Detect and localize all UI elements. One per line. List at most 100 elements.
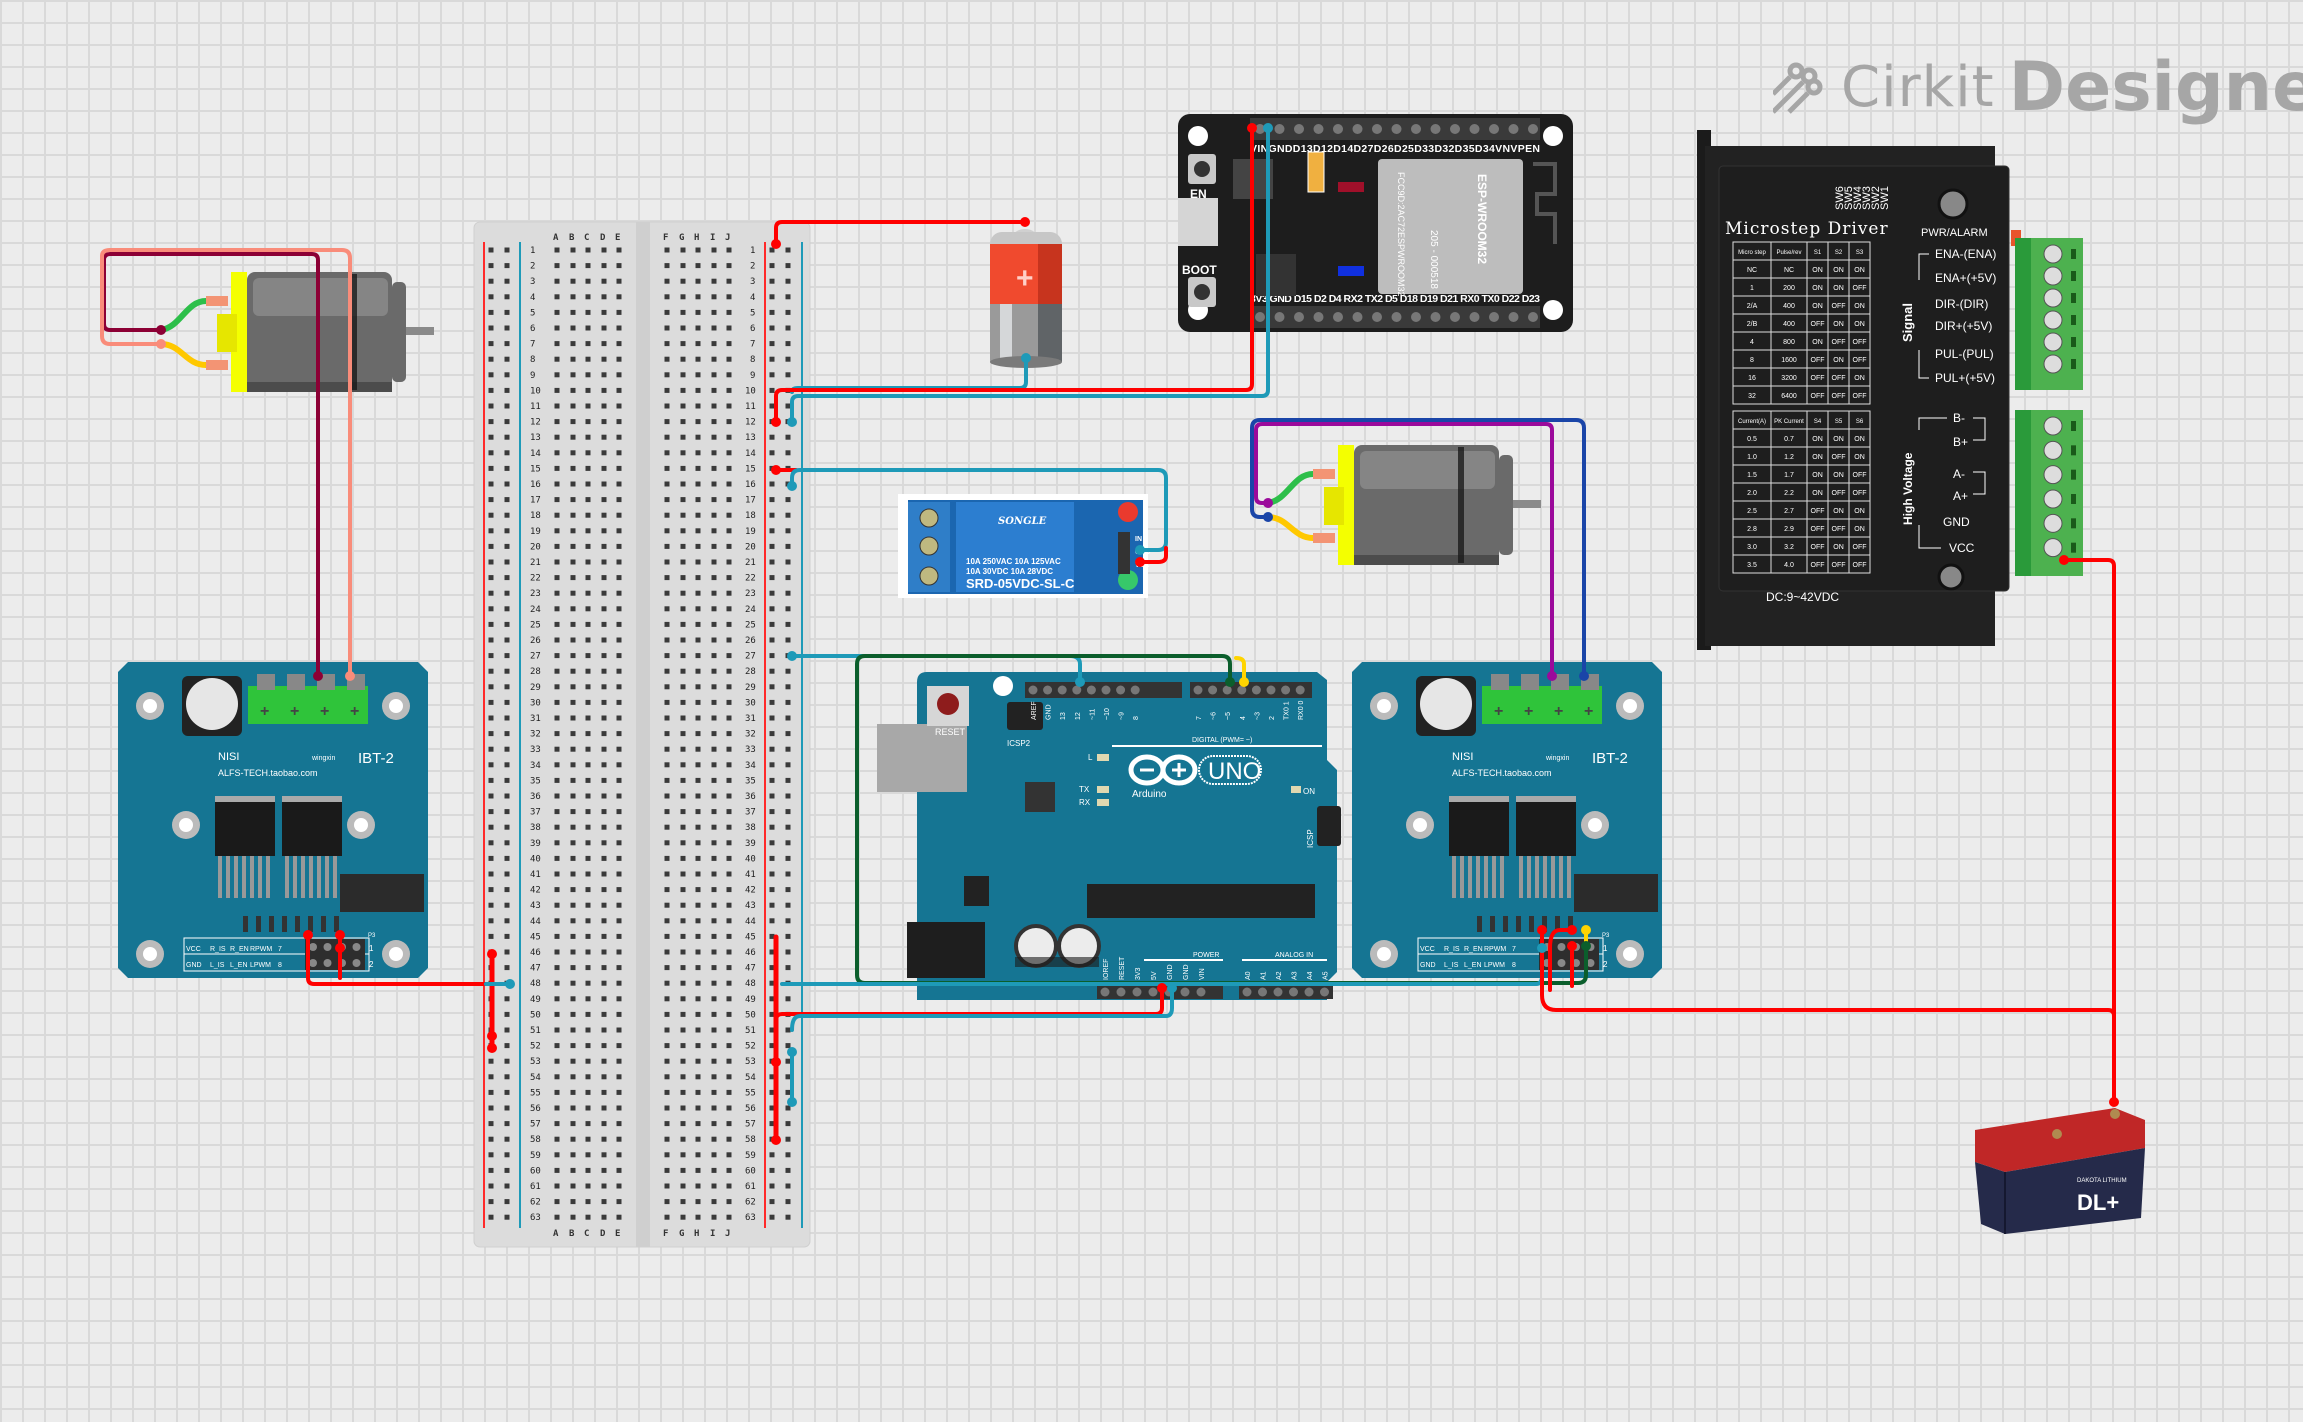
breadboard-hole[interactable] [554, 1089, 560, 1095]
breadboard-hole[interactable] [616, 731, 622, 737]
breadboard-hole[interactable] [601, 980, 607, 986]
breadboard-hole[interactable] [570, 621, 576, 627]
breadboard-hole[interactable] [664, 918, 670, 924]
breadboard-hole[interactable] [785, 1089, 791, 1095]
breadboard-hole[interactable] [504, 871, 510, 877]
breadboard-hole[interactable] [680, 777, 686, 783]
breadboard-hole[interactable] [570, 356, 576, 362]
breadboard-hole[interactable] [488, 278, 494, 284]
breadboard-hole[interactable] [554, 653, 560, 659]
breadboard-hole[interactable] [726, 278, 732, 284]
breadboard-hole[interactable] [664, 746, 670, 752]
breadboard-hole[interactable] [680, 543, 686, 549]
breadboard-hole[interactable] [726, 1136, 732, 1142]
breadboard-hole[interactable] [726, 699, 732, 705]
esp32-pin[interactable] [1294, 124, 1304, 134]
breadboard-hole[interactable] [554, 325, 560, 331]
breadboard-hole[interactable] [488, 309, 494, 315]
breadboard-hole[interactable] [785, 590, 791, 596]
breadboard-hole[interactable] [695, 263, 701, 269]
breadboard-hole[interactable] [554, 1027, 560, 1033]
breadboard-hole[interactable] [769, 824, 775, 830]
breadboard-hole[interactable] [488, 871, 494, 877]
breadboard-hole[interactable] [585, 309, 591, 315]
breadboard-hole[interactable] [785, 1074, 791, 1080]
wire-endpoint[interactable] [771, 465, 781, 475]
breadboard-hole[interactable] [585, 840, 591, 846]
breadboard-hole[interactable] [488, 481, 494, 487]
wire-endpoint[interactable] [1567, 925, 1577, 935]
breadboard-hole[interactable] [680, 824, 686, 830]
arduino-digital-pin[interactable] [1057, 685, 1067, 695]
breadboard-hole[interactable] [664, 1011, 670, 1017]
breadboard-hole[interactable] [616, 637, 622, 643]
breadboard-hole[interactable] [601, 294, 607, 300]
breadboard-hole[interactable] [601, 465, 607, 471]
breadboard-hole[interactable] [488, 918, 494, 924]
breadboard-hole[interactable] [726, 528, 732, 534]
breadboard-hole[interactable] [726, 403, 732, 409]
breadboard-hole[interactable] [585, 1121, 591, 1127]
breadboard-hole[interactable] [664, 965, 670, 971]
breadboard-hole[interactable] [726, 356, 732, 362]
breadboard-hole[interactable] [680, 731, 686, 737]
breadboard-hole[interactable] [785, 933, 791, 939]
breadboard-hole[interactable] [554, 762, 560, 768]
breadboard-hole[interactable] [785, 1167, 791, 1173]
wire-endpoint[interactable] [1263, 512, 1273, 522]
breadboard-hole[interactable] [785, 1214, 791, 1220]
breadboard-hole[interactable] [664, 1167, 670, 1173]
breadboard-hole[interactable] [785, 668, 791, 674]
breadboard-hole[interactable] [785, 1043, 791, 1049]
breadboard-hole[interactable] [488, 575, 494, 581]
breadboard-hole[interactable] [504, 637, 510, 643]
terminal-screw[interactable] [287, 674, 305, 690]
breadboard-hole[interactable] [585, 887, 591, 893]
breadboard-hole[interactable] [785, 512, 791, 518]
breadboard-hole[interactable] [504, 528, 510, 534]
breadboard-hole[interactable] [601, 1043, 607, 1049]
breadboard-hole[interactable] [726, 855, 732, 861]
breadboard-hole[interactable] [711, 1058, 717, 1064]
breadboard-hole[interactable] [769, 668, 775, 674]
breadboard-hole[interactable] [785, 1121, 791, 1127]
breadboard-hole[interactable] [680, 450, 686, 456]
breadboard-hole[interactable] [695, 1089, 701, 1095]
breadboard-hole[interactable] [585, 1136, 591, 1142]
breadboard-hole[interactable] [570, 294, 576, 300]
breadboard-hole[interactable] [488, 1089, 494, 1095]
breadboard-hole[interactable] [711, 419, 717, 425]
breadboard-hole[interactable] [585, 653, 591, 659]
breadboard-hole[interactable] [554, 1183, 560, 1189]
breadboard-hole[interactable] [664, 887, 670, 893]
breadboard-hole[interactable] [680, 653, 686, 659]
terminal-screw[interactable] [2043, 465, 2063, 485]
breadboard-hole[interactable] [769, 949, 775, 955]
arduino-digital-pin[interactable] [1130, 685, 1140, 695]
breadboard-hole[interactable] [695, 824, 701, 830]
breadboard-hole[interactable] [695, 559, 701, 565]
breadboard-hole[interactable] [769, 497, 775, 503]
breadboard-hole[interactable] [570, 746, 576, 752]
terminal-screw[interactable] [2043, 354, 2063, 374]
breadboard-hole[interactable] [601, 497, 607, 503]
breadboard-hole[interactable] [570, 668, 576, 674]
breadboard-hole[interactable] [695, 528, 701, 534]
breadboard-hole[interactable] [769, 918, 775, 924]
breadboard-hole[interactable] [570, 575, 576, 581]
arduino-digital-pin[interactable] [1116, 685, 1126, 695]
breadboard-hole[interactable] [664, 1105, 670, 1111]
breadboard-hole[interactable] [680, 1167, 686, 1173]
breadboard-hole[interactable] [488, 1121, 494, 1127]
breadboard-hole[interactable] [726, 668, 732, 674]
breadboard-hole[interactable] [711, 1152, 717, 1158]
breadboard-hole[interactable] [664, 450, 670, 456]
breadboard-hole[interactable] [711, 497, 717, 503]
breadboard-hole[interactable] [695, 918, 701, 924]
breadboard-hole[interactable] [504, 590, 510, 596]
breadboard-hole[interactable] [570, 684, 576, 690]
breadboard-hole[interactable] [585, 481, 591, 487]
breadboard-hole[interactable] [504, 965, 510, 971]
terminal-screw[interactable] [257, 674, 275, 690]
